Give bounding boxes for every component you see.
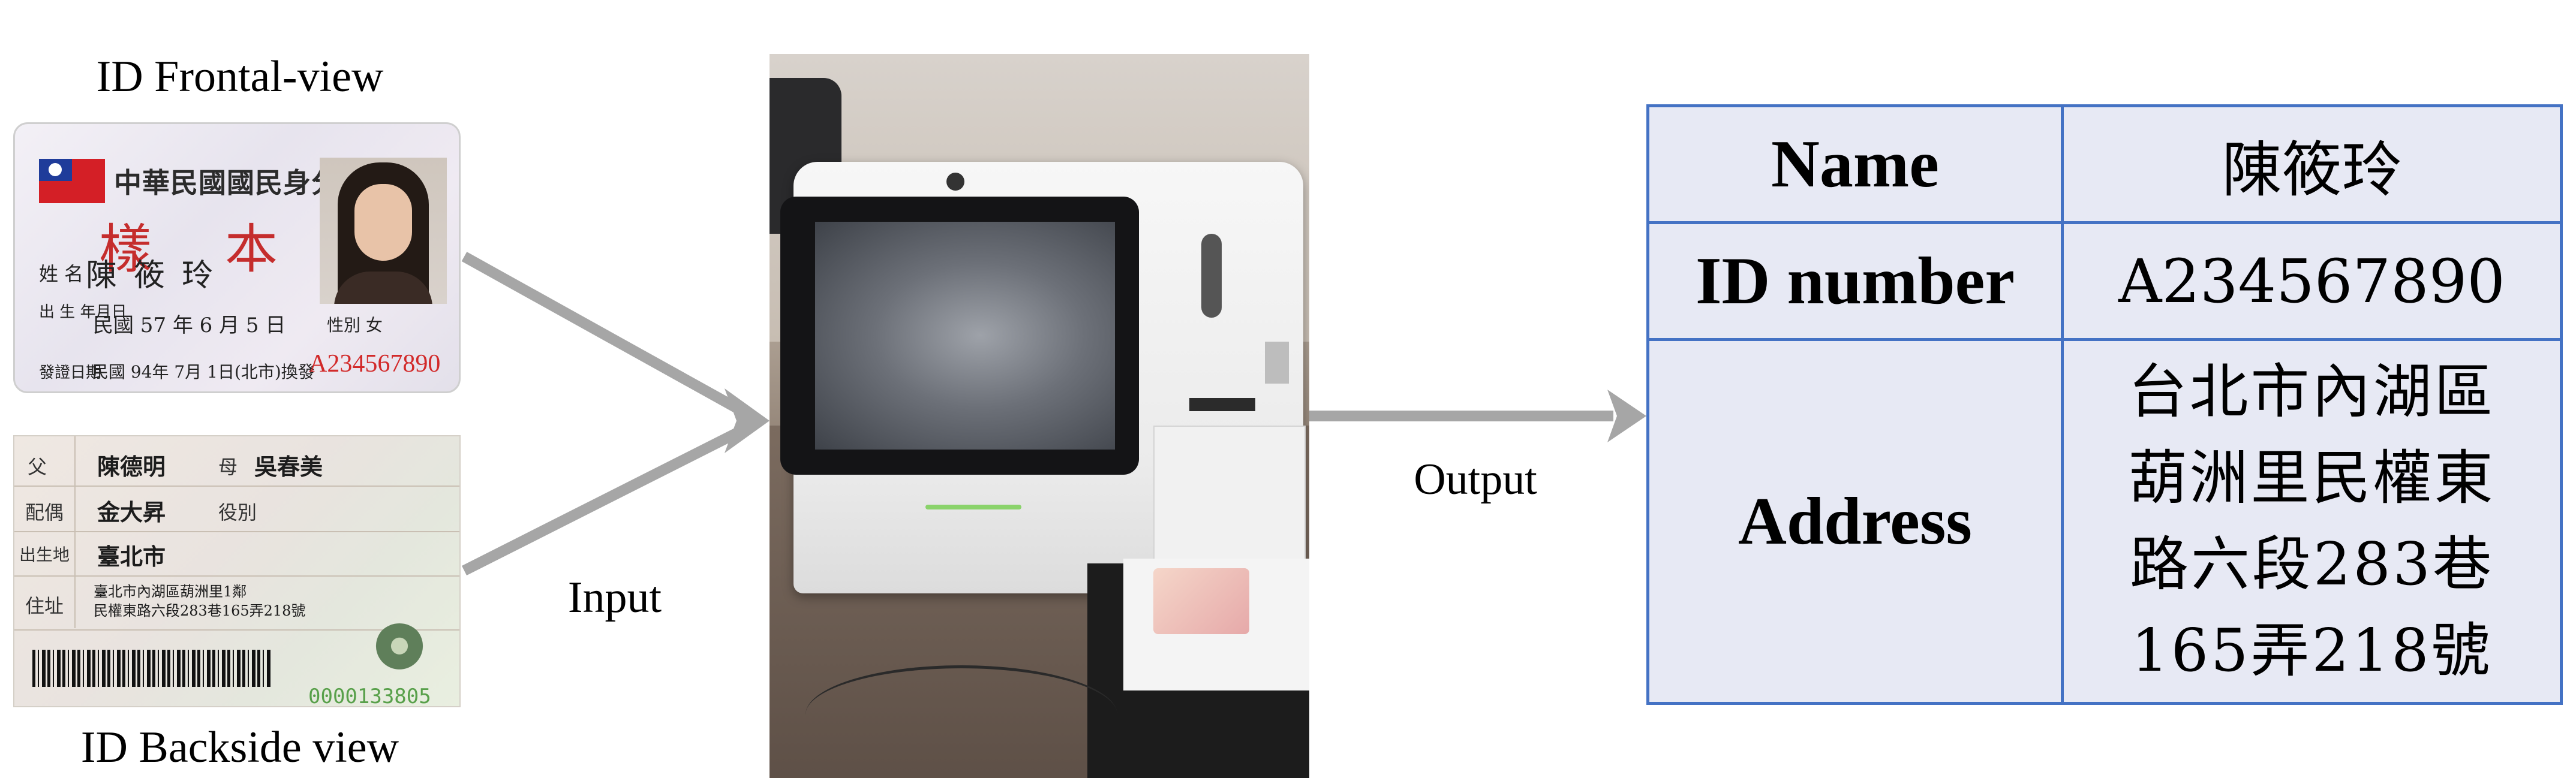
address-line: 路六段283巷 [2129, 530, 2494, 599]
arrow-front-to-kiosk [461, 252, 750, 418]
card-id-number: A234567890 [309, 350, 441, 378]
mother-label: 母 [218, 456, 238, 478]
address-line-2: 民權東路六段283巷165弄218號 [94, 602, 306, 619]
card-serial: 0000133805 [308, 684, 431, 707]
arrowhead-output-icon [1607, 390, 1646, 442]
card-slot-horizontal [1189, 398, 1255, 411]
address-label: 住址 [25, 595, 64, 617]
birthplace: 臺北市 [97, 543, 166, 570]
mother-name: 吳春美 [254, 453, 323, 480]
status-led [925, 505, 1021, 509]
spouse-label: 配偶 [25, 501, 64, 524]
dob-label: 出 生 年月日 [39, 303, 127, 321]
card-issue-date: 民國 94年 7月 1日(北市)換發 [92, 362, 315, 382]
card-name: 陳筱玲 [86, 258, 230, 294]
input-label: Input [567, 573, 662, 622]
spouse-name: 金大昇 [97, 499, 166, 526]
sample-stamp-1: 樣 [99, 218, 152, 280]
camera-icon [946, 173, 964, 191]
name-key-cell: Name [1646, 104, 2064, 224]
sample-stamp-2: 本 [225, 218, 278, 280]
barcode [32, 650, 272, 687]
id-value-cell: A234567890 [2061, 221, 2563, 341]
kiosk-device-photo [770, 54, 1309, 778]
output-table: Name 陳筱玲 ID number A234567890 Address 台北… [1646, 104, 2563, 705]
service-label: 役別 [218, 501, 257, 524]
father-label: 父 [28, 456, 47, 478]
card-slot-vertical [1201, 234, 1222, 318]
name-value-cell: 陳筱玲 [2061, 104, 2563, 224]
table-row: ID number A234567890 [1646, 221, 2563, 341]
taiwan-flag-icon [39, 159, 105, 203]
arrow-back-to-kiosk [461, 423, 750, 576]
table-row: Name 陳筱玲 [1646, 104, 2563, 224]
id-card-front: 中華民國國民身分證 樣 本 姓 名 陳筱玲 出 生 年月日 民國 57 年 6 … [13, 122, 461, 393]
name-label: 姓 名 [39, 263, 84, 285]
emblem-icon [374, 623, 425, 674]
birthplace-label: 出生地 [19, 545, 70, 565]
kiosk-screen [815, 222, 1115, 450]
address-line: 葫洲里民權東 [2128, 444, 2496, 512]
id-card-back: 父 陳德明 母 吳春美 配偶 金大昇 役別 出生地 臺北市 住址 臺北市內湖區葫… [13, 435, 461, 707]
address-key-cell: Address [1646, 338, 2064, 705]
portrait-photo [320, 158, 447, 304]
father-name: 陳德明 [97, 453, 166, 480]
arrow-kiosk-to-table [1309, 390, 1646, 442]
id-card-on-reader [1153, 568, 1249, 634]
cable [805, 665, 1117, 764]
back-view-caption: ID Backside view [80, 723, 399, 772]
card-dob: 民國 57 年 6 月 5 日 [93, 313, 286, 337]
address-line: 165弄218號 [2131, 617, 2493, 685]
id-key-cell: ID number [1646, 221, 2064, 341]
address-line: 台北市內湖區 [2128, 358, 2496, 426]
card-sex: 性別 女 [327, 315, 383, 335]
address-line-1: 臺北市內湖區葫洲里1鄰 [94, 583, 247, 600]
output-label: Output [1414, 455, 1537, 504]
arrowhead-input-icon [725, 388, 770, 453]
address-value-cell: 台北市內湖區 葫洲里民權東 路六段283巷 165弄218號 [2061, 338, 2563, 705]
front-view-caption: ID Frontal-view [96, 52, 384, 101]
issue-label: 發證日期 [39, 364, 102, 382]
table-row: Address 台北市內湖區 葫洲里民權東 路六段283巷 165弄218號 [1646, 338, 2563, 705]
